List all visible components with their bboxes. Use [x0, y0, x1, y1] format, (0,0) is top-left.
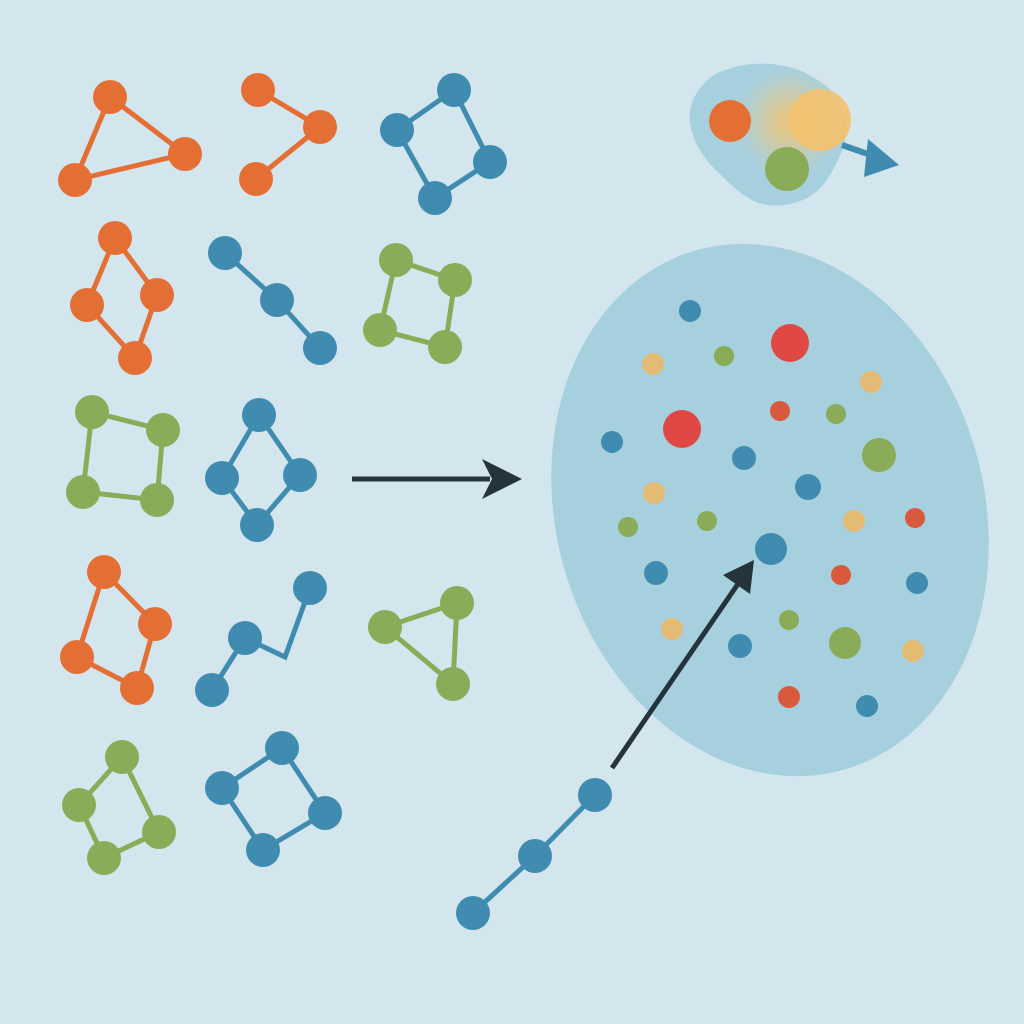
point — [905, 508, 925, 528]
point — [862, 438, 896, 472]
zigzag-graph-icon — [195, 571, 327, 707]
embedding-points — [601, 300, 928, 717]
blended-nodes-icon — [689, 63, 851, 206]
square-graph-icon-green — [363, 243, 472, 364]
chain-graph-icon-query — [456, 778, 612, 930]
point — [779, 610, 799, 630]
point — [601, 431, 623, 453]
point — [795, 474, 821, 500]
right-arrow-icon — [352, 459, 522, 499]
point — [831, 565, 851, 585]
point — [826, 404, 846, 424]
point — [755, 533, 787, 565]
quad-graph-icon — [60, 555, 172, 705]
point — [732, 446, 756, 470]
point — [679, 300, 701, 322]
point — [643, 482, 665, 504]
point — [860, 371, 882, 393]
point — [697, 511, 717, 531]
quad-graph-icon-green — [62, 740, 176, 875]
point — [618, 517, 638, 537]
chain-graph-icon — [208, 236, 337, 365]
point — [829, 627, 861, 659]
diamond-graph-icon-blue — [205, 398, 317, 542]
point — [663, 410, 701, 448]
point — [642, 353, 664, 375]
point — [661, 618, 683, 640]
square-graph-icon-blue-2 — [205, 731, 342, 867]
triangle-graph-icon — [58, 80, 202, 197]
point — [906, 572, 928, 594]
square-graph-icon — [380, 73, 507, 215]
point — [778, 686, 800, 708]
small-right-arrow-icon — [841, 139, 899, 177]
graph-collection — [58, 73, 507, 875]
triangle-graph-icon-green — [368, 586, 474, 701]
point — [770, 401, 790, 421]
point — [902, 640, 924, 662]
diagonal-arrow-icon — [609, 560, 754, 770]
diamond-graph-icon — [70, 221, 174, 375]
chevron-graph-icon — [239, 73, 337, 196]
point — [644, 561, 668, 585]
point — [856, 695, 878, 717]
point — [843, 510, 865, 532]
square-graph-icon-green-2 — [66, 395, 180, 517]
point — [728, 634, 752, 658]
point — [771, 324, 809, 362]
point — [714, 346, 734, 366]
